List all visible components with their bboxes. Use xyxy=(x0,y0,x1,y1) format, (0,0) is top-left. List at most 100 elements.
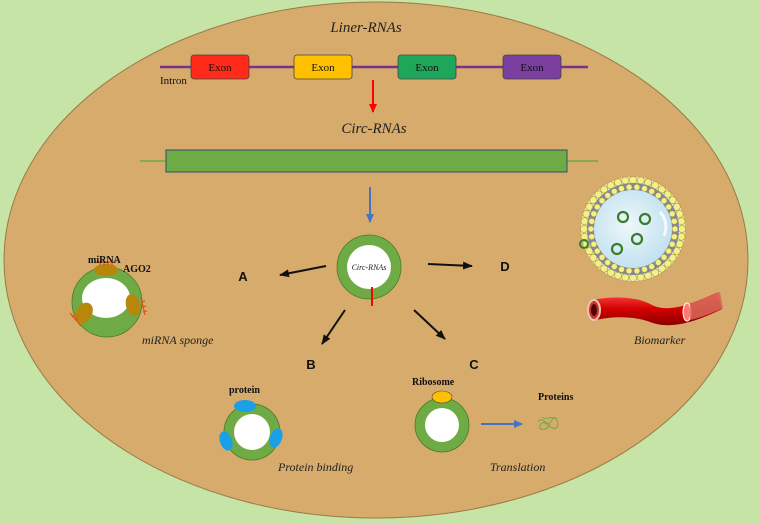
proteins-label: Proteins xyxy=(538,392,573,403)
membrane-bead xyxy=(641,185,648,192)
membrane-bead xyxy=(600,264,609,273)
membrane-bead xyxy=(668,210,676,218)
exon-4: Exon xyxy=(502,54,562,80)
membrane-bead xyxy=(587,225,595,233)
exon-1: Exon xyxy=(190,54,250,80)
mirna-strands xyxy=(69,261,148,327)
membrane-bead xyxy=(588,218,596,225)
exon-3: Exon xyxy=(397,54,457,80)
membrane-bead xyxy=(670,218,678,225)
exon-3-label: Exon xyxy=(415,62,439,74)
membrane-bead xyxy=(668,240,676,248)
membrane-bead xyxy=(678,225,686,233)
membrane-bead xyxy=(610,263,618,270)
membrane-bead xyxy=(663,259,672,268)
label-b: B xyxy=(306,357,315,372)
intron-label: Intron xyxy=(160,75,187,87)
membrane-bead xyxy=(636,176,645,185)
membrane-bead xyxy=(657,185,666,194)
translation-illustration xyxy=(414,390,470,453)
membrane-bead xyxy=(594,259,603,268)
protein-blob-right xyxy=(269,428,283,448)
arrow-to-d xyxy=(427,261,473,270)
membrane-bead xyxy=(665,203,673,211)
membrane-bead xyxy=(618,266,625,273)
membrane-bead xyxy=(610,188,618,195)
membrane-bead xyxy=(590,240,598,248)
membrane-bead xyxy=(660,197,668,204)
biomarker-caption: Biomarker xyxy=(634,333,686,347)
arrow-to-c xyxy=(413,309,446,340)
center-circ-rna: Circ-RNAs xyxy=(336,234,402,306)
membrane-bead xyxy=(671,225,679,233)
exon-1-label: Exon xyxy=(208,62,232,74)
membrane-bead xyxy=(618,185,625,192)
membrane-bead xyxy=(657,264,666,273)
membrane-bead xyxy=(604,192,612,199)
ago2-top xyxy=(94,264,118,276)
membrane-bead xyxy=(648,188,656,195)
exosome-icon xyxy=(579,176,686,282)
center-circ-label: Circ-RNAs xyxy=(352,263,387,272)
protein-binding-caption: Protein binding xyxy=(277,460,353,474)
membrane-bead xyxy=(629,176,637,184)
membrane-bead xyxy=(598,253,606,261)
arrow-to-b xyxy=(321,309,346,345)
membrane-bead xyxy=(589,253,598,262)
mirna-sponge-illustration xyxy=(69,261,148,338)
exon-2: Exon xyxy=(293,54,353,80)
membrane-bead xyxy=(665,247,673,255)
membrane-bead xyxy=(633,267,641,275)
membrane-bead xyxy=(604,259,612,266)
membrane-bead xyxy=(598,197,606,204)
membrane-bead xyxy=(677,232,686,241)
membrane-bead xyxy=(636,273,645,282)
protein-blob-top xyxy=(234,400,256,412)
protein-binding-illustration xyxy=(219,400,283,461)
membrane-bead xyxy=(633,183,641,191)
protein-label: protein xyxy=(229,385,260,396)
membrane-bead xyxy=(670,233,678,240)
membrane-bead xyxy=(629,274,637,282)
exon-4-label: Exon xyxy=(520,62,544,74)
mirna-label: miRNA xyxy=(88,255,122,266)
membrane-bead xyxy=(600,185,609,194)
membrane-bead xyxy=(660,253,668,261)
translation-caption: Translation xyxy=(490,460,545,474)
membrane-bead xyxy=(668,253,677,262)
membrane-bead xyxy=(589,196,598,205)
mirna-sponge-caption: miRNA sponge xyxy=(142,333,214,347)
membrane-bead xyxy=(641,266,648,273)
membrane-bead xyxy=(648,263,656,270)
label-a: A xyxy=(238,269,248,284)
circ-rna-bar xyxy=(165,149,568,173)
protein-squiggle-icon xyxy=(537,416,559,430)
circ-rna-title: Circ-RNAs xyxy=(341,121,406,137)
membrane-bead xyxy=(677,217,686,226)
arrow-to-a xyxy=(279,265,327,278)
membrane-bead xyxy=(654,192,662,199)
exon-2-label: Exon xyxy=(311,62,335,74)
blood-vessel-icon xyxy=(587,292,723,326)
membrane-bead xyxy=(668,196,677,205)
membrane-bead xyxy=(594,190,603,199)
membrane-bead xyxy=(593,247,601,255)
protein-blob-left xyxy=(219,431,233,451)
ago2-right xyxy=(125,294,141,316)
ribosome-label: Ribosome xyxy=(412,377,455,388)
membrane-bead xyxy=(625,183,633,191)
ago2-left xyxy=(75,302,93,324)
membrane-bead xyxy=(580,217,589,226)
membrane-bead xyxy=(588,233,596,240)
membrane-bead xyxy=(621,176,630,185)
ribosome-icon xyxy=(431,390,453,404)
label-c: C xyxy=(469,357,479,372)
membrane-bead xyxy=(663,190,672,199)
membrane-bead xyxy=(590,210,598,218)
membrane-bead xyxy=(580,225,588,233)
membrane-bead xyxy=(593,203,601,211)
ago2-label: AGO2 xyxy=(123,264,151,275)
membrane-bead xyxy=(654,259,662,266)
